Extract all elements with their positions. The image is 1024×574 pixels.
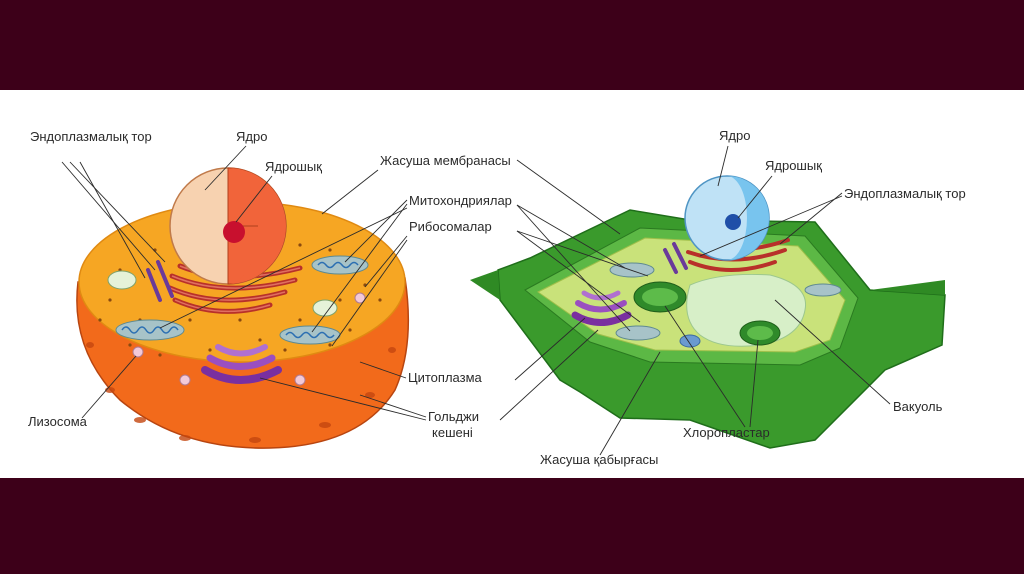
label-animal-lysosome: Лизосома [28,414,88,429]
label-plant-nucleolus: Ядрошық [765,158,822,173]
label-animal-mitochondria: Митохондриялар [409,193,512,208]
label-animal-golgi-2: кешені [432,425,473,440]
plant-nucleolus [725,214,741,230]
animal-nucleolus [223,221,245,243]
plant-wall-ext-left [470,270,500,300]
label-animal-cytoplasm: Цитоплазма [408,370,483,385]
label-animal-golgi-1: Гольджи [428,409,479,424]
label-plant-vacuole: Вакуоль [893,399,943,414]
label-animal-nucleolus: Ядрошық [265,159,322,174]
plant-cell [470,176,945,448]
label-animal-ribosomes: Рибосомалар [409,219,492,234]
label-plant-chloroplasts: Хлоропластар [683,425,770,440]
label-animal-nucleus: Ядро [236,129,267,144]
label-plant-cell-wall: Жасуша қабырғасы [540,452,658,467]
label-plant-nucleus: Ядро [719,128,750,143]
label-plant-er: Эндоплазмалық тор [844,186,966,201]
label-animal-membrane: Жасуша мембранасы [380,153,511,168]
label-animal-er: Эндоплазмалық тор [30,129,152,144]
